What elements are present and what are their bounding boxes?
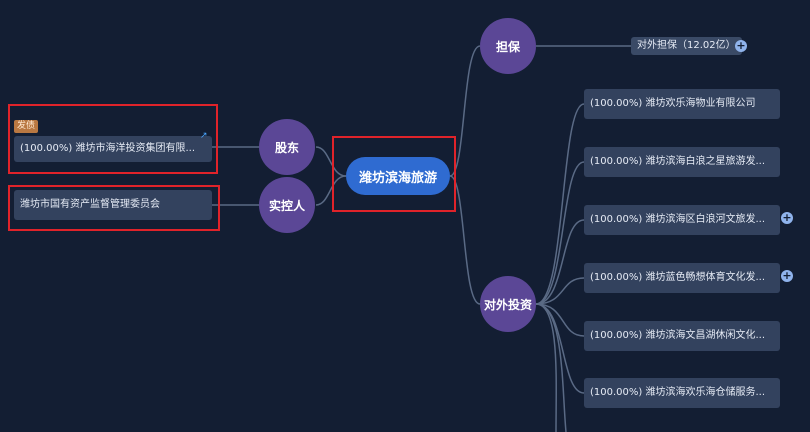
investment-card-label: (100.00%) 潍坊滨海白浪之星旅游发...: [590, 156, 766, 167]
investment-expand-icon[interactable]: +: [781, 269, 793, 282]
shareholder-card-label: (100.00%) 潍坊市海洋投资集团有限...: [20, 143, 196, 154]
guarantee-branch-node[interactable]: 担保: [480, 18, 536, 74]
external-link-icon[interactable]: ↗: [200, 131, 208, 141]
guarantee-expand-icon[interactable]: +: [735, 39, 747, 52]
investment-card-label: (100.00%) 潍坊滨海欢乐海仓储服务...: [590, 387, 766, 398]
investment-card-label: (100.00%) 潍坊欢乐海物业有限公司: [590, 98, 756, 109]
controller-branch-node[interactable]: 实控人: [259, 177, 315, 233]
shareholder-card[interactable]: (100.00%) 潍坊市海洋投资集团有限...: [14, 136, 212, 162]
center-company-node[interactable]: 潍坊滨海旅游: [346, 157, 450, 195]
highlight-box-shareholder: [8, 104, 218, 174]
investment-card[interactable]: (100.00%) 潍坊蓝色畅想体育文化发...: [584, 263, 780, 293]
controller-card[interactable]: 潍坊市国有资产监督管理委员会: [14, 190, 212, 220]
shareholder-branch-node[interactable]: 股东: [259, 119, 315, 175]
investment-card[interactable]: (100.00%) 潍坊滨海文昌湖休闲文化...: [584, 321, 780, 351]
highlight-box-center: [332, 136, 456, 212]
bond-issue-badge: 发债: [14, 120, 39, 133]
investment-card[interactable]: (100.00%) 潍坊滨海区白浪河文旅发...: [584, 205, 780, 235]
investment-expand-icon[interactable]: +: [781, 211, 793, 224]
investment-card[interactable]: (100.00%) 潍坊欢乐海物业有限公司: [584, 89, 780, 119]
investment-card-label: (100.00%) 潍坊滨海文昌湖休闲文化...: [590, 330, 766, 341]
controller-card-label: 潍坊市国有资产监督管理委员会: [20, 199, 160, 210]
investment-branch-node[interactable]: 对外投资: [480, 276, 536, 332]
investment-card[interactable]: (100.00%) 潍坊滨海欢乐海仓储服务...: [584, 378, 780, 408]
investment-card-label: (100.00%) 潍坊滨海区白浪河文旅发...: [590, 214, 766, 225]
highlight-box-controller: [8, 185, 220, 231]
external-guarantee-item[interactable]: 对外担保（12.02亿）: [631, 37, 742, 55]
investment-card[interactable]: (100.00%) 潍坊滨海白浪之星旅游发...: [584, 147, 780, 177]
investment-card-label: (100.00%) 潍坊蓝色畅想体育文化发...: [590, 272, 766, 283]
